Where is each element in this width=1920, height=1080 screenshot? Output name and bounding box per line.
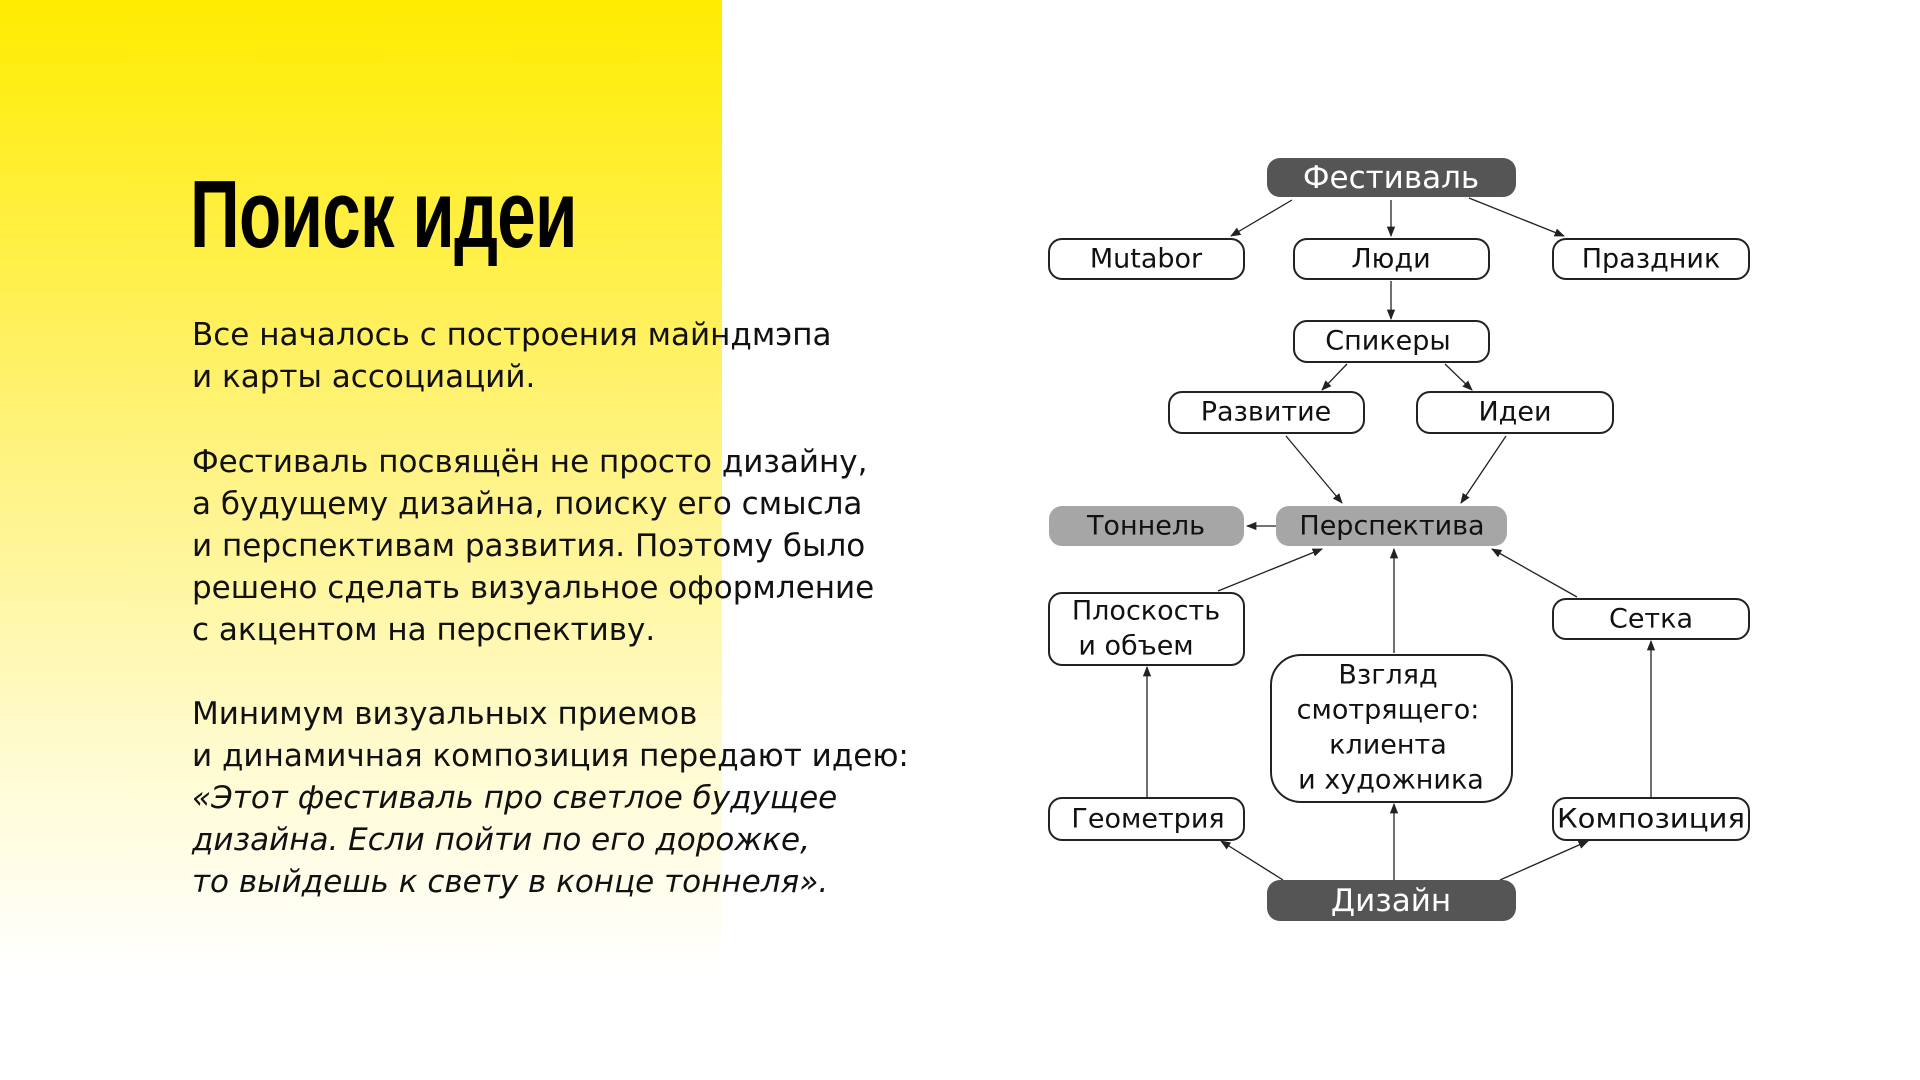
- text-line: и карты ассоциаций.: [192, 359, 536, 395]
- node-grid: Сетка: [1552, 598, 1750, 640]
- quote-line: то выйдешь к свету в конце тоннеля».: [192, 864, 829, 900]
- text-line: с акцентом на перспективу.: [192, 612, 656, 648]
- text-line: Фестиваль посвящён не просто дизайну,: [192, 444, 868, 480]
- node-perspective: Перспектива: [1276, 506, 1507, 546]
- node-label: Идеи: [1478, 397, 1551, 428]
- node-label: Люди: [1351, 244, 1430, 275]
- node-label: Mutabor: [1090, 244, 1203, 275]
- arrow-grid-perspective: [1491, 548, 1578, 598]
- node-ideas: Идеи: [1416, 391, 1614, 434]
- arrow-design-geometry: [1220, 840, 1284, 881]
- text-line: и перспективам развития. Поэтому было: [192, 528, 866, 564]
- quote-line: «Этот фестиваль про светлое будущее: [192, 780, 838, 816]
- node-label: Спикеры: [1325, 326, 1450, 357]
- arrows: [1142, 197, 1656, 881]
- arrow-ideas-perspective: [1460, 435, 1507, 504]
- quote-line: дизайна. Если пойти по его дорожке,: [192, 822, 810, 858]
- text-line: Минимум визуальных приемов: [192, 696, 698, 732]
- node-speakers: Спикеры: [1293, 320, 1490, 363]
- node-label: Сетка: [1609, 604, 1693, 635]
- text-line: Все началось с построения майндмэпа: [192, 317, 832, 353]
- node-development: Развитие: [1168, 391, 1365, 434]
- node-label: Развитие: [1201, 397, 1332, 428]
- node-view: Взгляд смотрящего: клиента и художника: [1270, 654, 1513, 803]
- node-design: Дизайн: [1267, 880, 1516, 921]
- yellow-gradient-panel: [0, 0, 722, 1080]
- node-label-line: Взгляд: [1338, 660, 1437, 691]
- node-label-line: клиента: [1329, 730, 1447, 761]
- node-tunnel: Тоннель: [1049, 506, 1244, 546]
- node-plane: Плоскость и объем: [1048, 592, 1245, 666]
- paragraph-minimum: Минимум визуальных приемов и динамичная …: [192, 693, 909, 903]
- arrow-speakers-development: [1321, 363, 1348, 391]
- arrow-festival-mutabor: [1230, 199, 1293, 237]
- page-title: Поиск идеи: [190, 161, 577, 268]
- arrow-plane-perspective: [1217, 548, 1323, 592]
- node-label-line: Плоскость: [1072, 596, 1220, 627]
- node-label: Композиция: [1557, 804, 1745, 835]
- node-label-line: смотрящего:: [1297, 695, 1480, 726]
- text-line: а будущему дизайна, поиску его смысла: [192, 486, 863, 522]
- node-label: Праздник: [1582, 244, 1721, 275]
- node-label: Геометрия: [1071, 804, 1224, 835]
- node-people: Люди: [1293, 238, 1490, 280]
- arrow-design-composition: [1499, 840, 1589, 881]
- paragraph-intro: Все началось с построения майндмэпа и ка…: [192, 314, 832, 398]
- node-composition: Композиция: [1552, 797, 1750, 841]
- node-label: Перспектива: [1299, 511, 1484, 542]
- node-holiday: Праздник: [1552, 238, 1750, 280]
- arrow-festival-holiday: [1468, 197, 1565, 237]
- node-label: Фестиваль: [1303, 160, 1479, 196]
- paragraph-festival: Фестиваль посвящён не просто дизайну, а …: [192, 441, 874, 651]
- arrow-speakers-ideas: [1444, 363, 1473, 391]
- node-label-line: и художника: [1298, 765, 1484, 796]
- node-geometry: Геометрия: [1048, 797, 1245, 841]
- arrow-development-perspective: [1285, 435, 1343, 504]
- node-label: Тоннель: [1086, 511, 1205, 542]
- text-line: решено сделать визуальное оформление: [192, 570, 875, 606]
- text-line: и динамичная композиция передают идею:: [192, 738, 909, 774]
- node-label-line: и объем: [1078, 631, 1193, 662]
- node-festival: Фестиваль: [1267, 158, 1516, 197]
- node-mutabor: Mutabor: [1048, 238, 1245, 280]
- node-label: Дизайн: [1331, 883, 1451, 919]
